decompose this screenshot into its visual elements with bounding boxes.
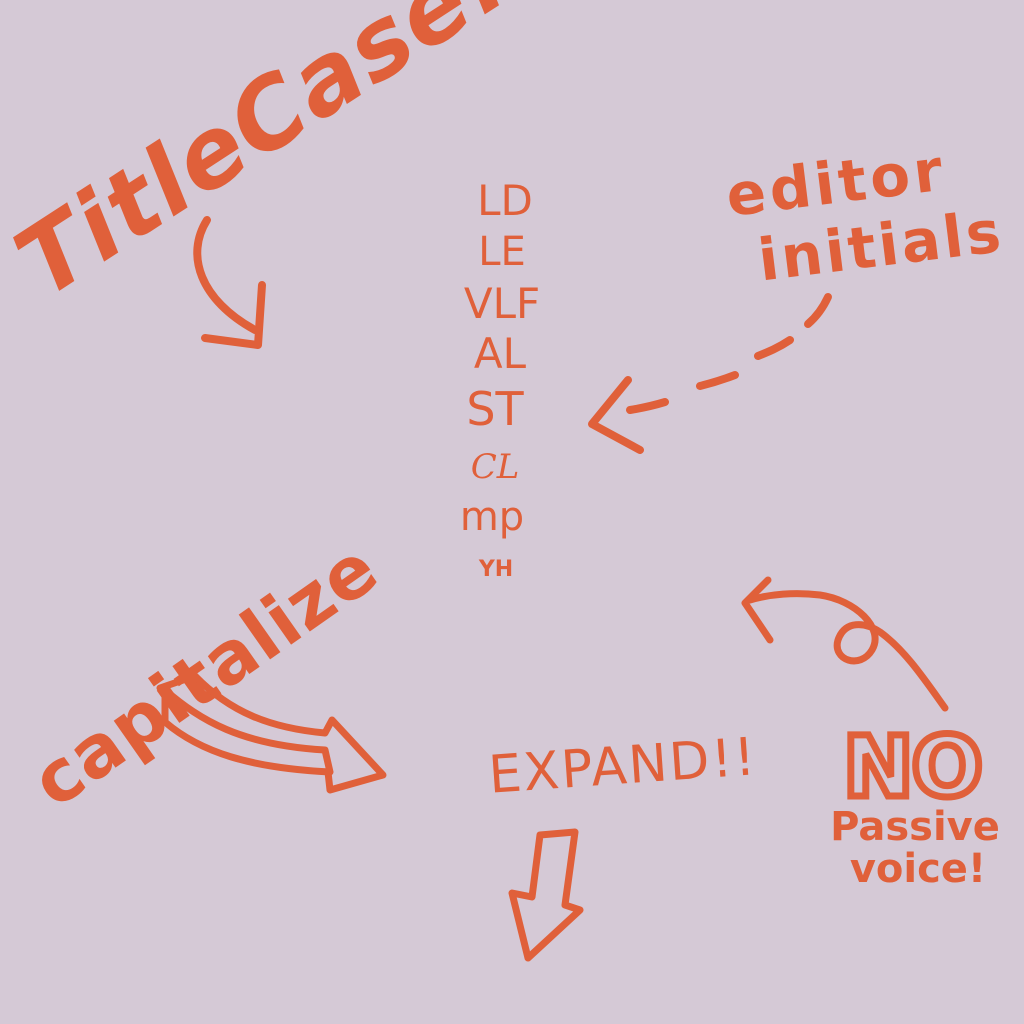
initials-list: LD LE VLF AL ST CL mp YH [460, 176, 540, 582]
no-text: NO [843, 718, 981, 816]
initials-item: ST [466, 382, 524, 436]
voice-text: voice! [850, 846, 986, 892]
capitalize-text: capitalize [17, 525, 393, 824]
title-case-text: TitleCase! [0, 0, 530, 319]
initials-item: CL [471, 447, 520, 487]
passive-text: Passive [830, 804, 1000, 850]
curved-arrow-down-icon [193, 216, 266, 349]
initials-item: LD [477, 176, 533, 225]
curved-arrow-up-left-icon [741, 576, 949, 712]
initials-item: mp [460, 494, 524, 540]
outline-arrow-down-icon [508, 828, 584, 962]
title-case-note: TitleCase! [0, 0, 530, 319]
editor-initials-note: editor initials [722, 136, 1007, 295]
outline-arrow-right-icon [156, 672, 387, 794]
expand-text: EXPAND!! [487, 727, 759, 806]
no-passive-voice-note: NO Passive voice! [830, 715, 1000, 893]
capitalize-note: capitalize [17, 525, 393, 824]
expand-note: EXPAND!! [487, 727, 759, 806]
dashed-arrow-left-icon [588, 293, 832, 454]
initials-item: VLF [464, 279, 540, 328]
initials-item: LE [478, 229, 526, 275]
initials-item: YH [478, 557, 513, 582]
initials-item: AL [474, 329, 527, 378]
